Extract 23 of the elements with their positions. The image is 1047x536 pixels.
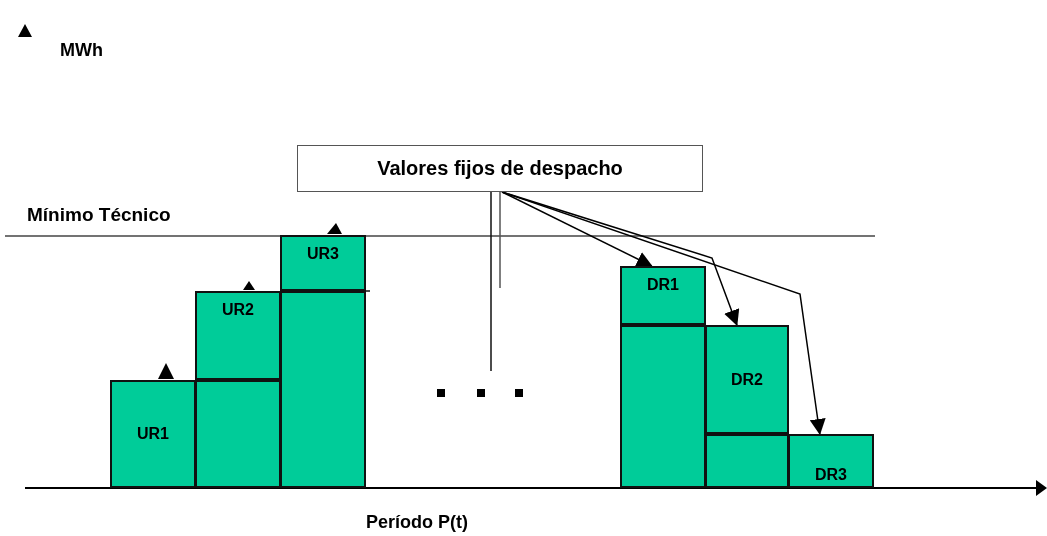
arrow — [501, 191, 653, 267]
block-label: UR1 — [137, 425, 169, 443]
energy-block — [280, 291, 366, 488]
threshold-label: Mínimo Técnico — [27, 204, 171, 226]
callout-box — [297, 145, 703, 192]
energy-block — [110, 380, 196, 488]
arrow — [501, 191, 826, 435]
energy-block — [280, 235, 366, 291]
energy-block — [705, 434, 789, 488]
energy-block — [788, 434, 874, 488]
energy-block — [620, 325, 706, 488]
block-label: DR2 — [731, 370, 763, 389]
block-label: UR3 — [307, 245, 339, 263]
energy-block — [195, 380, 281, 488]
unit-label: MWh — [60, 40, 103, 61]
energy-block — [705, 325, 789, 434]
callout-text: Valores fijos de despacho — [377, 157, 623, 180]
block-label: DR3 — [815, 466, 847, 484]
energy-block — [620, 266, 706, 325]
energy-block — [195, 291, 281, 380]
axis-label: Período P(t) — [366, 512, 468, 533]
block-label: UR2 — [222, 301, 254, 319]
block-label: DR1 — [647, 276, 679, 294]
